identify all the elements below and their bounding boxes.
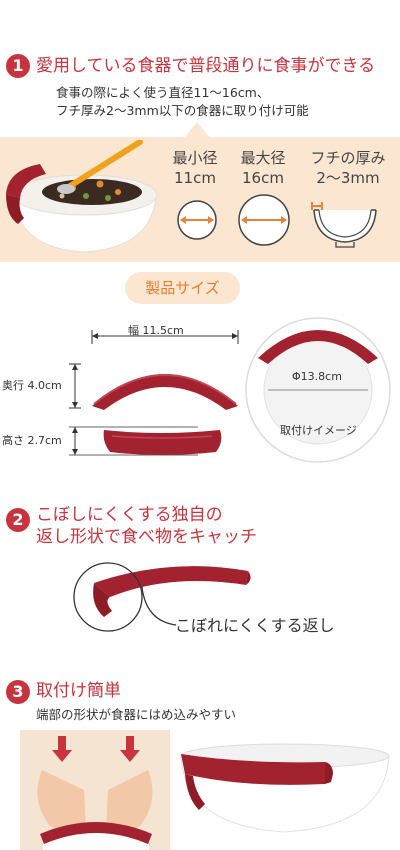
section2-number: 2 <box>6 508 30 532</box>
height-label: 高さ 2.7cm <box>2 434 62 447</box>
min-diameter-icon <box>177 200 217 240</box>
pointer-triangle <box>184 122 210 138</box>
bowl-top-view <box>245 317 391 463</box>
attach-image-label: 取付けイメージ <box>280 424 357 437</box>
section1-number: 1 <box>6 54 30 78</box>
bowl-photo <box>6 140 158 253</box>
product-side-view <box>103 430 222 455</box>
spec-min-value: 11cm <box>174 169 216 187</box>
product-top-view <box>92 374 238 410</box>
return-shape-illustration <box>73 562 251 632</box>
spec-max-value: 16cm <box>242 169 284 187</box>
section2-title-line1: こぼしにくくする独自の <box>36 505 223 525</box>
spec-min-label: 最小径 <box>172 149 218 167</box>
width-dimension-line <box>91 330 239 344</box>
callout-line <box>141 586 177 626</box>
depth-dimension-line <box>69 363 81 409</box>
rim-thickness-icon <box>311 202 377 248</box>
section1-desc-line2: フチ厚み2～3mm以下の食器に取り付け可能 <box>56 103 309 118</box>
depth-label: 奥行 4.0cm <box>2 379 62 392</box>
diameter-label: Φ13.8cm <box>292 370 342 383</box>
return-shape-callout: こぼれにくくする返し <box>175 616 335 635</box>
section3-title: 取付け簡単 <box>36 681 121 701</box>
hands-attaching-illustration <box>20 730 170 850</box>
spec-thickness-value: 2～3mm <box>316 169 380 187</box>
spec-max-label: 最大径 <box>240 149 286 167</box>
max-diameter-icon <box>238 194 290 246</box>
section3-desc: 端部の形状が食器にはめ込みやすい <box>36 707 237 722</box>
section3-number: 3 <box>6 680 30 704</box>
section1-title: 愛用している食器で普段通りに食事ができる <box>36 56 376 76</box>
height-dimension-line <box>69 426 198 456</box>
section2-title-line2: 返し形状で食べ物をキャッチ <box>36 527 257 547</box>
bowl-attached-photo <box>180 743 390 833</box>
section1-desc-line1: 食事の際によく使う直径11～16cm、 <box>56 85 270 100</box>
width-label: 幅 11.5cm <box>128 324 184 337</box>
spec-thickness-label: フチの厚み <box>310 149 386 167</box>
product-size-pill: 製品サイズ <box>125 272 240 304</box>
